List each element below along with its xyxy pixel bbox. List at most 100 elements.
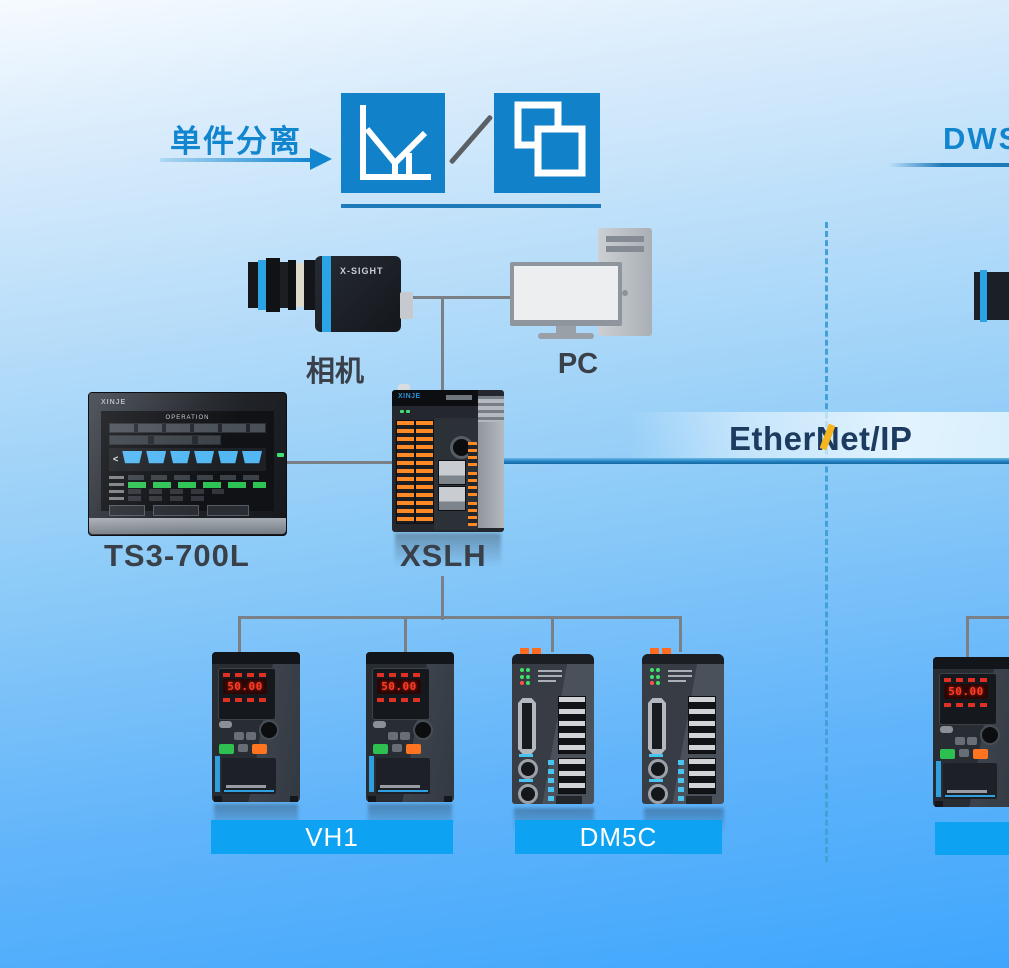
servo-port-label — [649, 779, 663, 782]
servo-top-cap — [642, 654, 724, 664]
camera-lens-segment — [280, 262, 288, 308]
inverter-led-ticks — [377, 698, 423, 702]
servo-terminal-block — [688, 696, 716, 754]
servo-text-bar — [538, 680, 556, 682]
bar-chart-icon — [341, 93, 445, 193]
inverter-label-bar — [380, 785, 420, 788]
hmi-hopper-row: < — [109, 448, 266, 471]
pc-power-button — [622, 290, 628, 296]
inverter-button — [388, 732, 398, 740]
pc-tower-slot — [606, 246, 644, 252]
servo-round-port — [518, 759, 538, 779]
inverter-button — [234, 732, 244, 740]
camera-lens-blue-ring — [258, 260, 266, 310]
servo-bottom-block — [686, 796, 712, 804]
inverter-button — [967, 737, 977, 745]
banner-vh1: VH1 — [211, 820, 453, 854]
inverter-foot — [935, 801, 943, 807]
inverter-vent — [212, 652, 300, 664]
inverter-button — [219, 721, 232, 728]
servo-top-cap — [512, 654, 594, 664]
plc-small-terminal — [468, 442, 477, 466]
servo-text-bar — [668, 670, 692, 672]
camera-brand-text: X-SIGHT — [340, 266, 384, 276]
inverter-label-bar — [226, 785, 266, 788]
icons-underline — [341, 204, 601, 208]
plc-terminal-column — [396, 420, 415, 524]
line-drive-bus — [238, 616, 682, 619]
servo-round-port — [648, 759, 668, 779]
hmi-hopper — [122, 451, 143, 464]
flow-arrow-line — [160, 158, 312, 162]
servo-terminal-block — [558, 758, 586, 794]
line-hmi-plc — [284, 461, 394, 464]
servo-text-bar — [538, 675, 562, 677]
hmi-field — [207, 505, 249, 516]
section-divider-dashed-line — [825, 222, 828, 862]
inverter-run-button — [219, 744, 234, 754]
inverter-seven-segment-display: 50.00 — [377, 679, 421, 694]
inverter-led-ticks — [223, 698, 269, 702]
servo-terminal-nub — [532, 648, 541, 657]
servo-round-port — [518, 784, 538, 804]
ethernet-ip-label: EtherNet/IP — [729, 420, 912, 458]
inverter-led-ticks — [223, 673, 269, 677]
servo-dm5c-2 — [642, 648, 724, 806]
inverter-seven-segment-display: 50.00 — [223, 679, 267, 694]
servo-dm5c-1 — [512, 648, 594, 806]
hmi-status-row — [109, 495, 266, 502]
servo-port-label — [519, 754, 533, 757]
inverter-vh1-partial-right: 50.00 — [933, 657, 1009, 807]
inverter-knob — [413, 720, 433, 740]
inverter-label-bar — [947, 790, 987, 793]
servo-terminal-block — [688, 758, 716, 794]
inverter-led-ticks — [944, 703, 990, 707]
plc-status-led — [406, 410, 410, 413]
ethernet-bus-line — [500, 458, 1009, 464]
pc-monitor-screen — [514, 266, 618, 320]
plc-heatsink-fins — [478, 396, 504, 422]
inverter-blue-stripe — [936, 761, 941, 797]
servo-terminal-nub — [662, 648, 671, 657]
hmi-body: XINJE OPERATION < — [88, 392, 287, 536]
inverter-lower-panel — [943, 763, 997, 799]
flow-arrow-head-icon — [310, 148, 332, 170]
servo-dsub-connector — [648, 698, 666, 754]
inverter-vent — [366, 652, 454, 664]
inverter-button — [940, 726, 953, 733]
camera-lens-cream-ring — [296, 263, 304, 307]
dws-underline — [888, 163, 1009, 167]
inverter-knob — [259, 720, 279, 740]
camera-lens-segment — [288, 260, 296, 310]
camera-label: 相机 — [305, 356, 364, 388]
inverter-foot — [214, 796, 222, 802]
servo-terminal-nub — [520, 648, 529, 657]
hmi-button-row — [109, 435, 221, 445]
hmi-hopper — [170, 451, 191, 464]
camera-lens-segment — [304, 260, 316, 310]
plc-terminal-column — [415, 420, 434, 524]
inverter-button — [246, 732, 256, 740]
plc-ethernet-port — [438, 486, 466, 511]
hmi-field — [153, 505, 199, 516]
plc-brand-text: XINJE — [398, 393, 421, 400]
servo-terminal-nub — [650, 648, 659, 657]
inverter-vh1-2: 50.00 — [366, 652, 454, 802]
servo-led-grid — [520, 668, 532, 686]
inverter-blue-stripe — [369, 756, 374, 792]
pc-monitor-base — [538, 333, 594, 339]
plc-status-led — [400, 410, 404, 413]
plc-small-terminal — [468, 502, 477, 526]
inverter-display-panel: 50.00 — [372, 668, 430, 720]
line-drop-right — [966, 616, 969, 660]
hmi-status-row-green — [109, 481, 266, 488]
inverter-lower-panel — [376, 758, 430, 794]
inverter-blue-line — [945, 795, 995, 797]
hmi-button-row — [109, 423, 266, 433]
hmi-field — [109, 505, 145, 516]
servo-terminal-block — [558, 696, 586, 754]
inverter-led-ticks — [377, 673, 423, 677]
camera-lens-segment — [266, 258, 280, 312]
inverter-button — [400, 732, 410, 740]
hmi-bottom-row — [109, 505, 266, 516]
